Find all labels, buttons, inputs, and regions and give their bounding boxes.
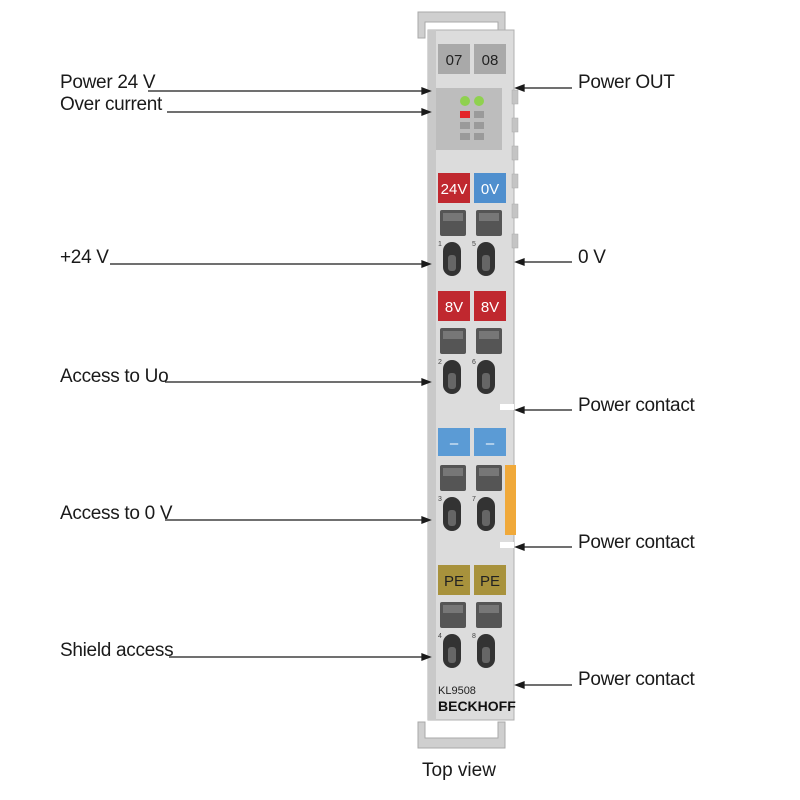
contact-number-2: 2 xyxy=(438,359,442,366)
badge-0v: 0V xyxy=(481,181,499,198)
contact-row-3 xyxy=(440,465,502,531)
contact-number-4: 4 xyxy=(438,633,442,640)
contact-number-6: 6 xyxy=(472,359,476,366)
badge-8v-2: 8V xyxy=(481,299,499,316)
label-power-24v: Power 24 V xyxy=(60,72,156,93)
contact-number-1: 1 xyxy=(438,241,442,248)
label-power-contact-3: Power contact xyxy=(578,669,695,690)
label-over-current: Over current xyxy=(60,94,162,115)
led-number-08: 08 xyxy=(482,52,499,69)
badge-8v-1: 8V xyxy=(445,299,463,316)
bottom-clip xyxy=(417,721,506,749)
label-power-out: Power OUT xyxy=(578,72,675,93)
label-power-contact-2: Power contact xyxy=(578,532,695,553)
label-shield-access: Shield access xyxy=(60,640,174,661)
brand-label: BECKHOFF xyxy=(438,698,516,714)
contact-number-7: 7 xyxy=(472,496,476,503)
contact-number-3: 3 xyxy=(438,496,442,503)
badge-minus-2: – xyxy=(486,435,495,452)
top-clip xyxy=(417,11,506,39)
contact-row-2 xyxy=(440,328,502,394)
led-power-24v xyxy=(460,96,470,106)
caption-top-view: Top view xyxy=(422,760,496,781)
led-number-07: 07 xyxy=(446,52,463,69)
power-contact-orange xyxy=(505,465,516,535)
led-power-out xyxy=(474,96,484,106)
contact-row-1 xyxy=(440,210,502,276)
label-access-uo: Access to Uo xyxy=(60,366,169,387)
led-window xyxy=(436,88,502,150)
label-0v: 0 V xyxy=(578,247,606,268)
led-over-current xyxy=(460,111,470,118)
label-power-contact-1: Power contact xyxy=(578,395,695,416)
contact-number-8: 8 xyxy=(472,633,476,640)
label-plus-24v: +24 V xyxy=(60,247,109,268)
model-label: KL9508 xyxy=(438,685,476,697)
badge-pe-2: PE xyxy=(480,573,500,590)
contact-row-4 xyxy=(440,602,502,668)
label-access-0v: Access to 0 V xyxy=(60,503,173,524)
badge-minus-1: – xyxy=(450,435,459,452)
badge-pe-1: PE xyxy=(444,573,464,590)
contact-number-5: 5 xyxy=(472,241,476,248)
badge-24v: 24V xyxy=(441,181,468,198)
